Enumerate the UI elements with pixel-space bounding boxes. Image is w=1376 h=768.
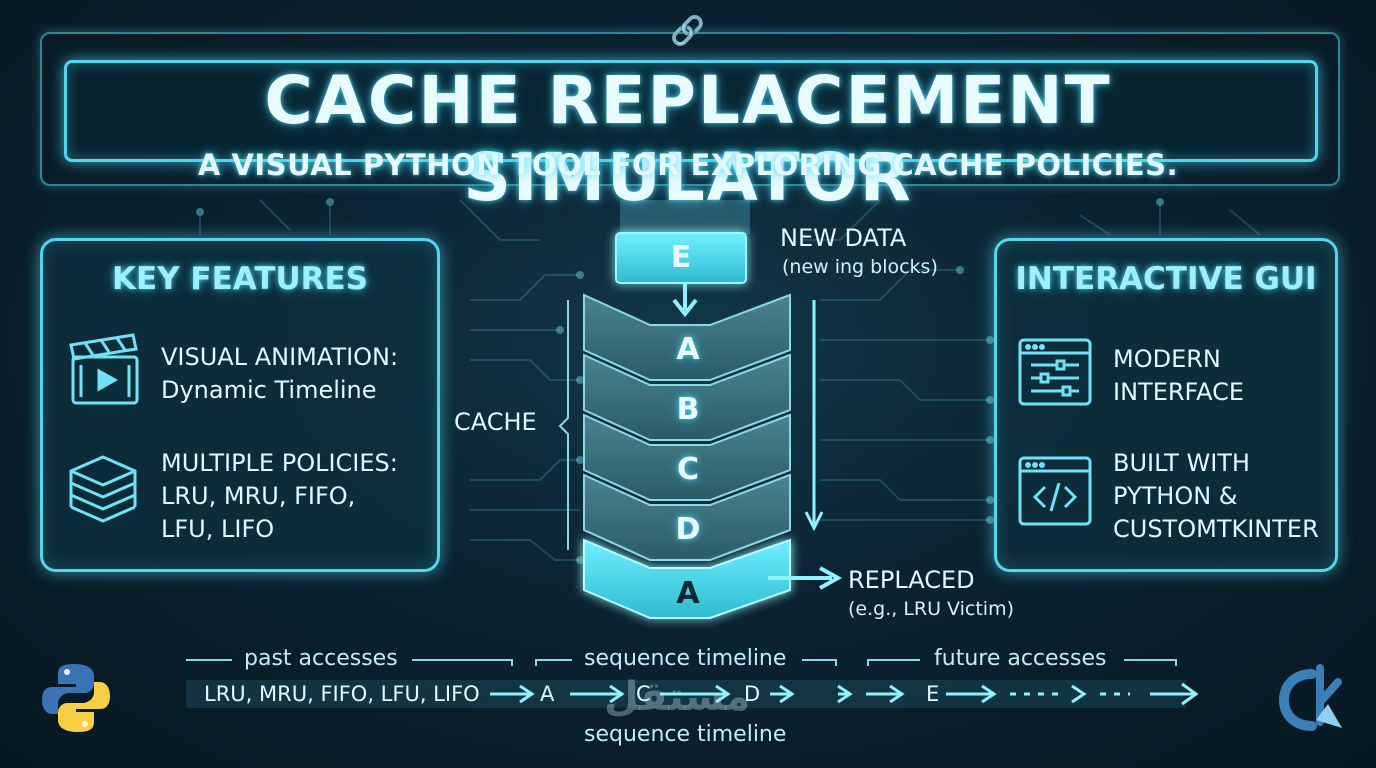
key-features-title: KEY FEATURES <box>111 261 369 297</box>
timeline-item-c: C <box>636 682 651 706</box>
new-data-sub-label: (new ing blocks) <box>782 256 938 278</box>
feature-animation-line1: VISUAL ANIMATION: <box>161 343 399 371</box>
victim-block <box>583 538 791 619</box>
insert-arrow <box>672 284 698 318</box>
cache-block-4: D <box>675 512 701 547</box>
timeline-bottom-label: sequence timeline <box>584 722 787 747</box>
page-title: CACHE REPLACEMENT SIMULATOR <box>264 62 1112 216</box>
cache-diagram <box>558 200 843 619</box>
stack-layers-icon <box>69 455 137 523</box>
replaced-label: REPLACED <box>848 566 975 594</box>
timeline-lines <box>186 659 1199 708</box>
chain-link-icon: 🔗 <box>670 14 705 47</box>
sliders-window-icon <box>1018 338 1092 406</box>
cache-block-1: A <box>676 332 700 367</box>
key-features-panel: KEY FEATURES VISUAL ANIMATION: Dynamic T… <box>40 238 440 572</box>
gui-feature-built-line1: BUILT WITH <box>1113 449 1250 477</box>
cache-bracket <box>558 300 569 550</box>
interactive-gui-title: INTERACTIVE GUI <box>1015 261 1317 297</box>
new-data-label: NEW DATA <box>780 224 907 252</box>
python-logo-icon <box>42 664 110 732</box>
feature-policies-line3: LFU, LIFO <box>161 515 275 543</box>
timeline-item-e: E <box>926 682 940 706</box>
code-window-icon <box>1018 456 1092 526</box>
timeline-policies: LRU, MRU, FIFO, LFU, LIFO <box>204 682 480 706</box>
page-subtitle: A VISUAL PYTHON TOOL FOR EXPLORING CACHE… <box>197 148 1179 182</box>
cache-block-3: C <box>676 452 700 487</box>
replaced-sub-label: (e.g., LRU Victim) <box>848 598 1015 620</box>
title-outer-frame <box>40 32 1340 186</box>
feature-policies-line2: LRU, MRU, FIFO, <box>161 482 356 510</box>
gui-feature-modern-line2: INTERFACE <box>1113 378 1245 406</box>
flow-arrow-down <box>804 300 824 532</box>
timeline-item-d: D <box>744 682 761 706</box>
cache-block-2: B <box>676 392 700 427</box>
feature-policies-line1: MULTIPLE POLICIES: <box>161 449 398 477</box>
evict-arrow <box>768 566 843 590</box>
clapperboard-icon <box>69 333 139 405</box>
feature-animation-line2: Dynamic Timeline <box>161 376 377 404</box>
watermark: مستقل <box>604 674 751 720</box>
gui-feature-built-line3: CUSTOMTKINTER <box>1113 515 1319 543</box>
customtkinter-logo-icon <box>1278 664 1342 731</box>
timeline-sequence-label: sequence timeline <box>584 646 787 671</box>
gui-feature-built-line2: PYTHON & <box>1113 482 1238 510</box>
incoming-block-e <box>615 232 747 284</box>
gui-feature-modern-line1: MODERN <box>1113 345 1221 373</box>
timeline-item-a: A <box>540 682 555 706</box>
cache-label: CACHE <box>454 408 537 436</box>
victim-block-label: A <box>676 576 700 611</box>
timeline-past-label: past accesses <box>244 646 398 671</box>
incoming-block-label: E <box>670 240 692 275</box>
interactive-gui-panel: INTERACTIVE GUI MODERN INTERFACE BUILT W… <box>994 238 1338 572</box>
timeline-future-label: future accesses <box>934 646 1107 671</box>
title-frame <box>64 60 1318 162</box>
